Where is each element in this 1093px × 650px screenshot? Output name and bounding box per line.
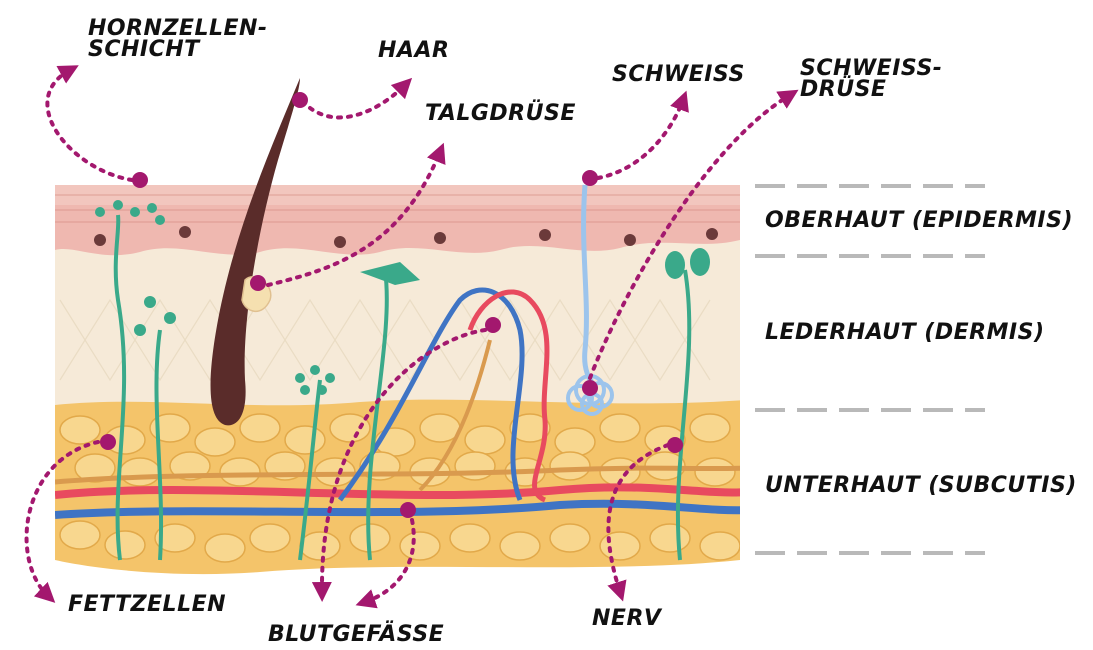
label-nerv: NERV: [592, 608, 661, 630]
label-unterhaut: UNTERHAUT (SUBCUTIS): [765, 475, 1077, 497]
label-hornzellenschicht-line1: HORNZELLEN-: [88, 18, 268, 39]
label-lederhaut: LEDERHAUT (DERMIS): [765, 322, 1045, 344]
label-schweiss: SCHWEISS: [612, 64, 745, 86]
skin-layers: [55, 185, 748, 580]
label-oberhaut: OBERHAUT (EPIDERMIS): [765, 210, 1073, 232]
label-schweissdruese-line1: SCHWEISS-: [800, 58, 942, 79]
label-haar: HAAR: [378, 40, 449, 62]
label-schweissdruese: SCHWEISS- DRÜSE: [800, 58, 942, 100]
label-schweissdruese-line2: DRÜSE: [800, 79, 942, 100]
label-fettzellen: FETTZELLEN: [68, 594, 226, 616]
label-hornzellenschicht-line2: SCHICHT: [88, 39, 268, 60]
label-talgdruese: TALGDRÜSE: [425, 103, 576, 125]
label-hornzellenschicht: HORNZELLEN- SCHICHT: [88, 18, 268, 60]
label-blutgefaesse: BLUTGEFÄSSE: [268, 624, 444, 646]
